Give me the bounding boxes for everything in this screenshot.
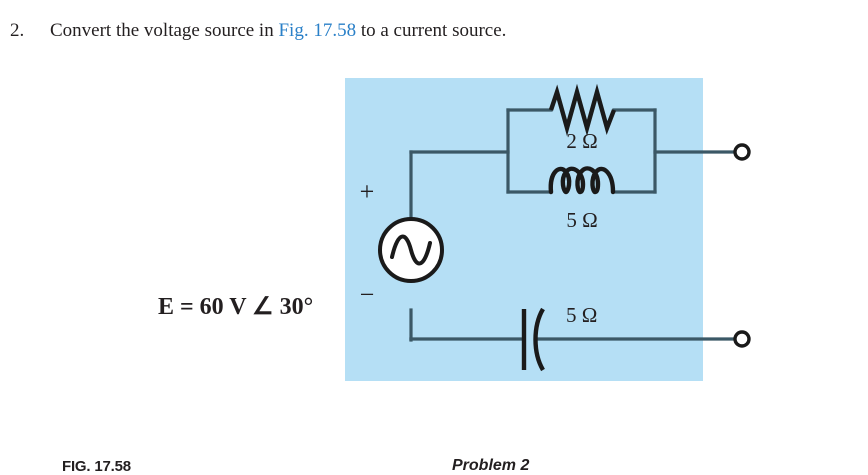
ac-voltage-source-symbol [378,217,444,283]
inductor-symbol [548,166,616,195]
circuit-diagram: + − 2 Ω 5 Ω 5 Ω [360,83,751,372]
source-minus-sign: − [360,280,375,309]
terminal-top-icon [733,143,751,161]
problem-text: Convert the voltage source in Fig. 17.58… [50,14,506,48]
resistor-value-label: 2 Ω [566,129,597,153]
capacitor-value-label: 5 Ω [566,303,597,327]
problem-statement: 2. Convert the voltage source in Fig. 17… [0,14,868,48]
inductor-value-label: 5 Ω [566,208,597,232]
figure-number-caption: FIG. 17.58 [62,458,131,475]
source-plus-sign: + [360,177,375,206]
problem-text-after: to a current source. [356,20,507,41]
source-value-label: E = 60 V ∠ 30° [158,292,313,321]
figure-reference-link[interactable]: Fig. 17.58 [278,20,357,41]
problem-number: 2. [10,20,25,41]
problem-text-before: Convert the voltage source in [50,20,279,41]
figure-title-caption: Problem 2 [452,457,530,474]
resistor-symbol [548,83,617,137]
capacitor-symbol [521,307,545,372]
terminal-bottom-icon [733,330,751,348]
figure-container: + − 2 Ω 5 Ω 5 Ω E = 60 V ∠ 30° FIG. 17.5… [0,60,868,475]
source-symbol-E: E = 60 V ∠ 30° [158,294,314,320]
